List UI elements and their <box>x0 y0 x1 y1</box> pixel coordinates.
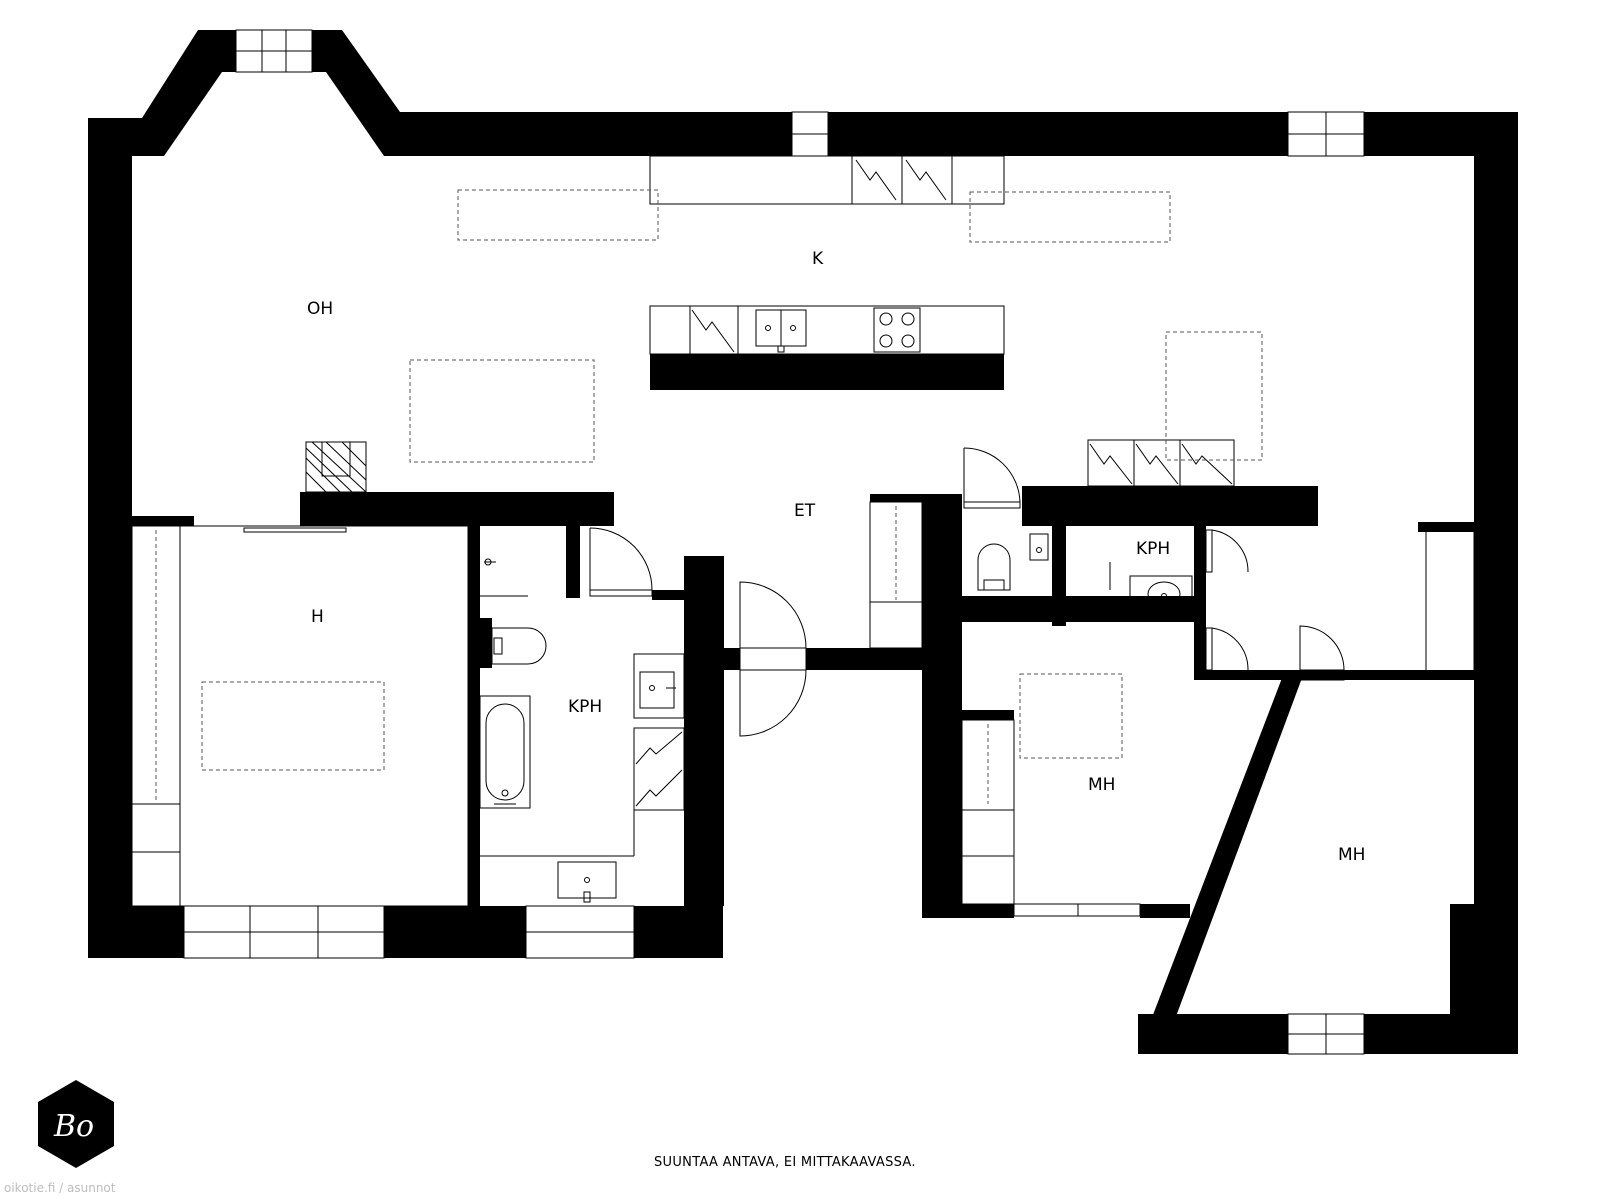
room-label-h: H <box>311 607 324 627</box>
room-label-k: K <box>812 249 824 269</box>
fixtures <box>131 155 1475 907</box>
outer-walls <box>88 30 1518 1054</box>
logo-text: Bo <box>53 1109 94 1144</box>
brand-logo: Bo <box>38 1080 114 1168</box>
room-label-kph-small: KPH <box>1136 539 1170 559</box>
room-label-oh: OH <box>307 299 333 319</box>
room-label-et: ET <box>794 501 816 521</box>
room-label-kph-main: KPH <box>568 697 602 717</box>
room-label-mh-2: MH <box>1338 845 1365 865</box>
watermark: oikotie.fi / asunnot <box>4 1181 116 1195</box>
room-labels: OH K ET H KPH KPH MH MH <box>307 249 1365 865</box>
windows <box>183 29 1365 1055</box>
scale-note: SUUNTAA ANTAVA, EI MITTAKAAVASSA. <box>654 1155 916 1170</box>
room-label-mh-1: MH <box>1088 775 1115 795</box>
interior-walls <box>132 354 1480 918</box>
doors <box>589 447 1345 737</box>
